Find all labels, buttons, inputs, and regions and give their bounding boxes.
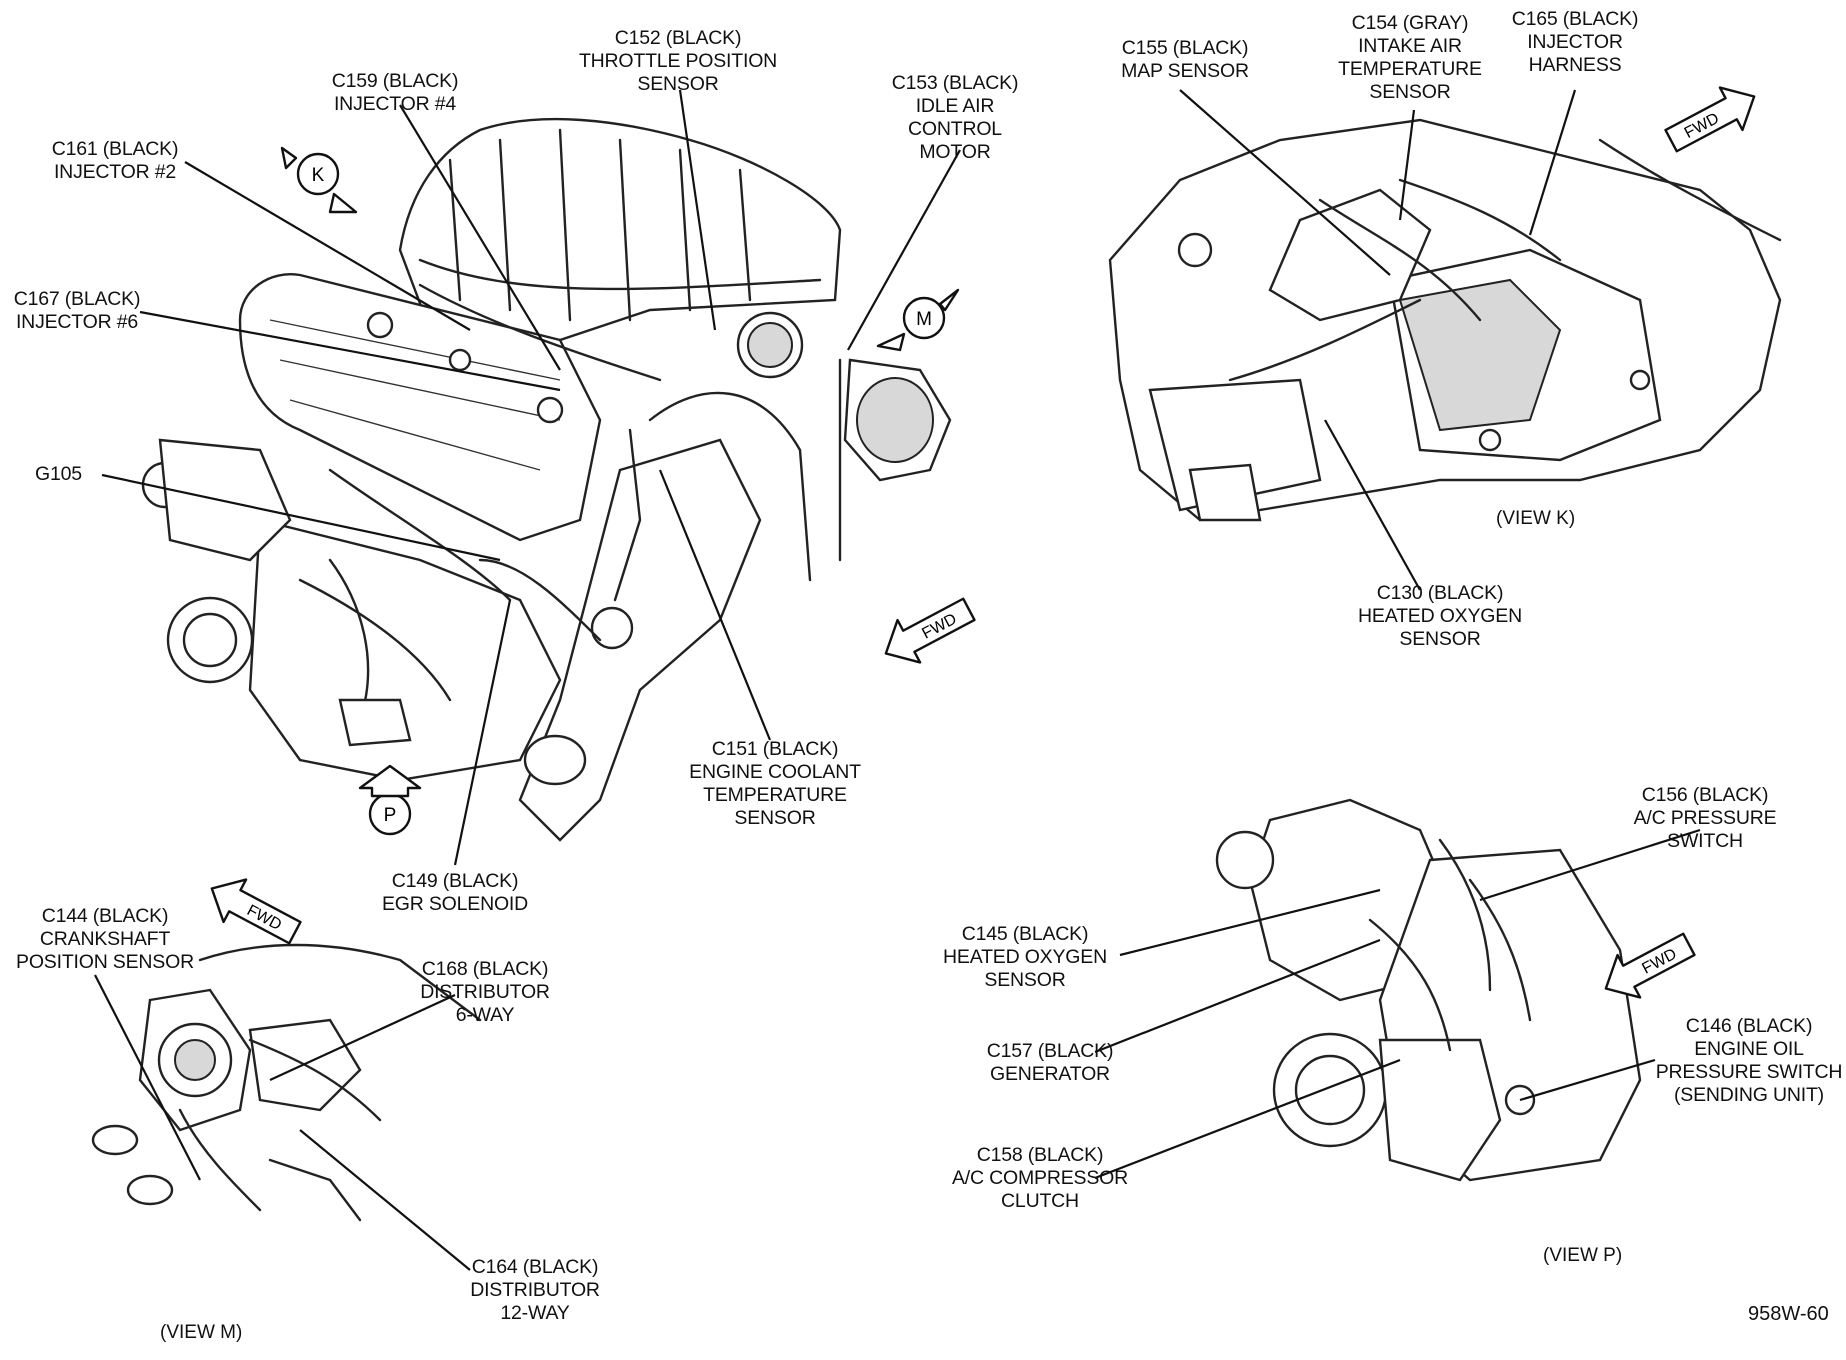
label-c159-injector-4: C159 (BLACK) INJECTOR #4 xyxy=(331,70,459,115)
main-engine-illustration xyxy=(141,117,952,842)
label-c165-injector-harness: C165 (BLACK) INJECTOR HARNESS xyxy=(1511,8,1639,76)
view-p-illustration xyxy=(1215,798,1642,1182)
label-c144-crankshaft-position-sensor: C144 (BLACK) CRANKSHAFT POSITION SENSOR xyxy=(16,905,194,973)
fwd-arrow-view-k: FWD xyxy=(1664,86,1756,153)
view-m-illustration xyxy=(91,943,482,1222)
label-c153-idle-air-control-motor: C153 (BLACK) IDLE AIR CONTROL MOTOR xyxy=(891,72,1019,163)
callout-p-letter: P xyxy=(384,805,397,826)
callout-k-letter: K xyxy=(312,165,325,186)
label-c157-generator: C157 (BLACK) GENERATOR xyxy=(986,1040,1114,1085)
leader-lines xyxy=(94,89,1701,1271)
label-c164-distributor-12-way: C164 (BLACK) DISTRIBUTOR 12-WAY xyxy=(470,1256,600,1324)
label-c161-injector-2: C161 (BLACK) INJECTOR #2 xyxy=(51,138,179,183)
label-c149-egr-solenoid: C149 (BLACK) EGR SOLENOID xyxy=(381,870,529,915)
label-g105: G105 xyxy=(35,463,82,485)
callout-p: P xyxy=(358,764,422,836)
callout-k: K xyxy=(280,146,358,214)
caption-view-k: (VIEW K) xyxy=(1496,508,1576,529)
callout-m-letter: M xyxy=(916,309,932,330)
caption-view-m: (VIEW M) xyxy=(160,1322,243,1343)
label-c152-throttle-position-sensor: C152 (BLACK) THROTTLE POSITION SENSOR xyxy=(578,27,778,95)
fwd-arrow-main: FWD xyxy=(884,597,976,664)
view-k-illustration xyxy=(1108,118,1782,522)
label-c154-intake-air-temperature-sensor: C154 (GRAY) INTAKE AIR TEMPERATURE SENSO… xyxy=(1338,12,1482,103)
label-c167-injector-6: C167 (BLACK) INJECTOR #6 xyxy=(13,288,141,333)
label-c146-engine-oil-pressure-switch: C146 (BLACK) ENGINE OIL PRESSURE SWITCH … xyxy=(1655,1015,1843,1106)
label-c168-distributor-6-way: C168 (BLACK) DISTRIBUTOR 6-WAY xyxy=(420,958,550,1026)
figure-code: 958W-60 xyxy=(1748,1303,1829,1325)
label-c155-map-sensor: C155 (BLACK) MAP SENSOR xyxy=(1121,37,1249,82)
caption-view-p: (VIEW P) xyxy=(1543,1245,1623,1266)
label-c130-heated-oxygen-sensor: C130 (BLACK) HEATED OXYGEN SENSOR xyxy=(1358,582,1522,650)
label-c156-ac-pressure-switch: C156 (BLACK) A/C PRESSURE SWITCH xyxy=(1633,784,1777,852)
callout-m: M xyxy=(876,288,960,352)
label-c151-engine-coolant-temperature-sensor: C151 (BLACK) ENGINE COOLANT TEMPERATURE … xyxy=(689,738,861,829)
label-c145-heated-oxygen-sensor: C145 (BLACK) HEATED OXYGEN SENSOR xyxy=(943,923,1107,991)
fwd-arrow-view-m: FWD xyxy=(210,878,302,945)
label-c158-ac-compressor-clutch: C158 (BLACK) A/C COMPRESSOR CLUTCH xyxy=(952,1144,1128,1212)
